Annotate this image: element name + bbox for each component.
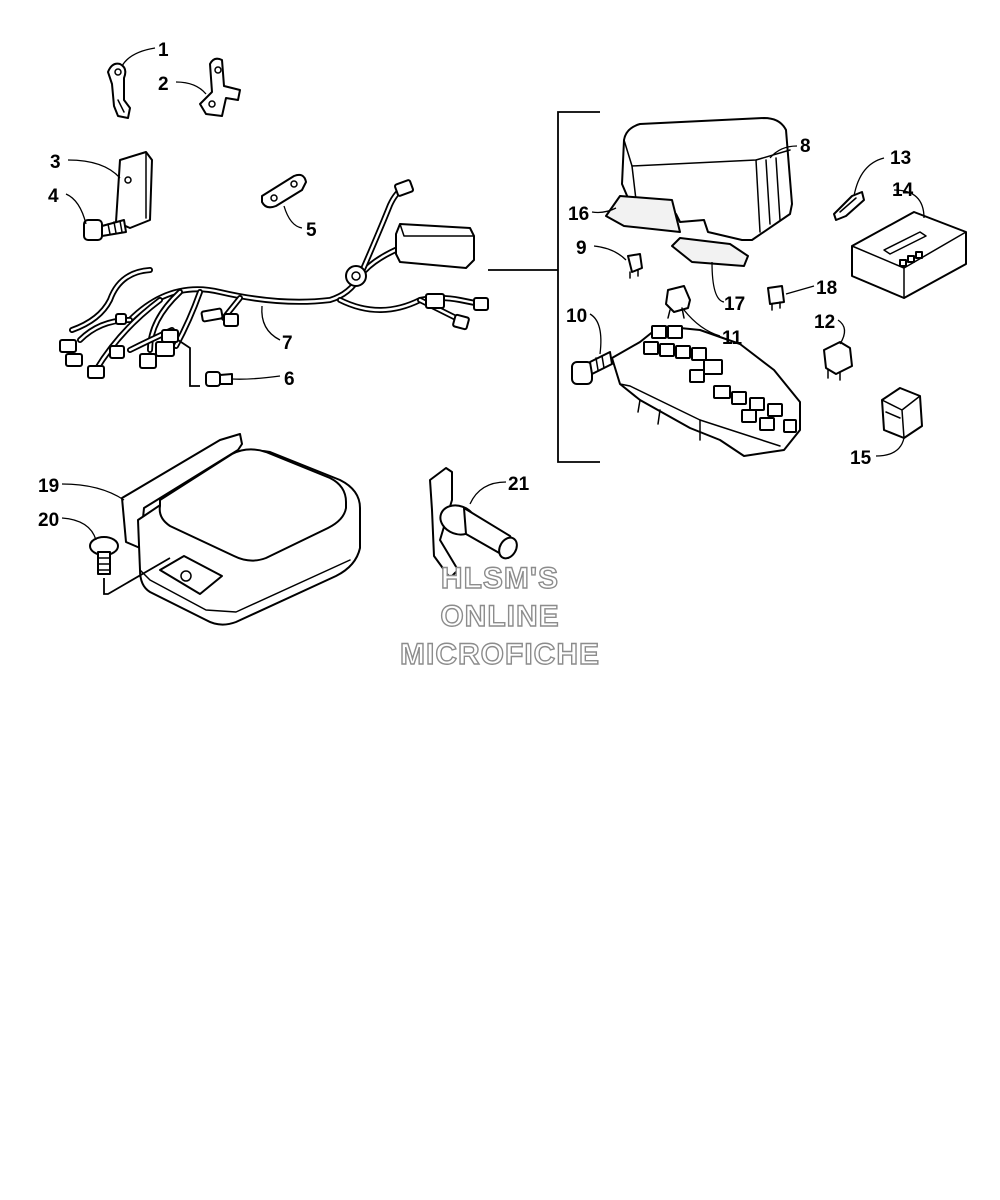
- callout-4: 4: [48, 186, 59, 207]
- callout-9: 9: [576, 238, 587, 259]
- part-1-bracket[interactable]: [107, 62, 131, 119]
- part-17-label[interactable]: [671, 237, 749, 267]
- harness-relay-box: [395, 223, 475, 269]
- part-18-fuse[interactable]: [767, 285, 785, 311]
- watermark-line-1: HLSM'S: [441, 562, 559, 595]
- callout-8: 8: [800, 136, 811, 157]
- callout-13: 13: [890, 148, 911, 169]
- callout-5: 5: [306, 220, 317, 241]
- part-14-fuse-case[interactable]: [851, 211, 967, 299]
- callout-12: 12: [814, 312, 835, 333]
- part-3-plate-bracket[interactable]: [115, 151, 153, 229]
- watermark-line-2: ONLINE: [440, 600, 559, 633]
- part-19-control-module[interactable]: [121, 433, 361, 626]
- part-9-fuse[interactable]: [627, 253, 643, 279]
- part-16-label[interactable]: [605, 195, 681, 233]
- callout-15: 15: [850, 448, 872, 469]
- watermark-line-3: MICROFICHE: [400, 638, 600, 671]
- part-11-relay[interactable]: [665, 285, 691, 319]
- callout-19: 19: [38, 476, 59, 497]
- callout-11: 11: [722, 328, 743, 349]
- callout-14: 14: [892, 180, 914, 201]
- part-13-clip[interactable]: [833, 191, 865, 221]
- part-10-bolt[interactable]: [571, 351, 613, 385]
- bracket-line-19-20: [103, 557, 171, 595]
- callout-3: 3: [50, 152, 61, 173]
- bracket-line-6-7: [177, 339, 200, 387]
- callout-18: 18: [816, 278, 837, 299]
- part-4-bolt[interactable]: [83, 219, 127, 241]
- callout-17: 17: [724, 294, 745, 315]
- callout-1: 1: [158, 40, 169, 61]
- part-20-screw[interactable]: [89, 536, 119, 575]
- bracket-fusebox-group: [488, 111, 600, 463]
- callout-labels: 1 2 3 4 5 6 7 8 9 10 11 12 13 14 15 16 1…: [38, 40, 914, 531]
- callout-16: 16: [568, 204, 589, 225]
- watermark: HLSM'S ONLINE MICROFICHE: [399, 561, 600, 671]
- part-21-sensor[interactable]: [429, 467, 520, 579]
- callout-7: 7: [282, 333, 293, 354]
- part-15-breaker[interactable]: [881, 387, 923, 439]
- callout-21: 21: [508, 474, 530, 495]
- part-6-screw[interactable]: [205, 371, 233, 387]
- leader-lines: [61, 47, 925, 541]
- part-5-clamp-plate[interactable]: [261, 173, 307, 209]
- fusebox-base: [611, 325, 801, 457]
- callout-20: 20: [38, 510, 59, 531]
- part-2-bracket[interactable]: [199, 57, 241, 117]
- part-7-wiring-harness[interactable]: [59, 179, 489, 379]
- callout-10: 10: [566, 306, 587, 327]
- part-12-relay[interactable]: [823, 341, 853, 381]
- callout-2: 2: [158, 74, 169, 95]
- callout-6: 6: [284, 369, 295, 390]
